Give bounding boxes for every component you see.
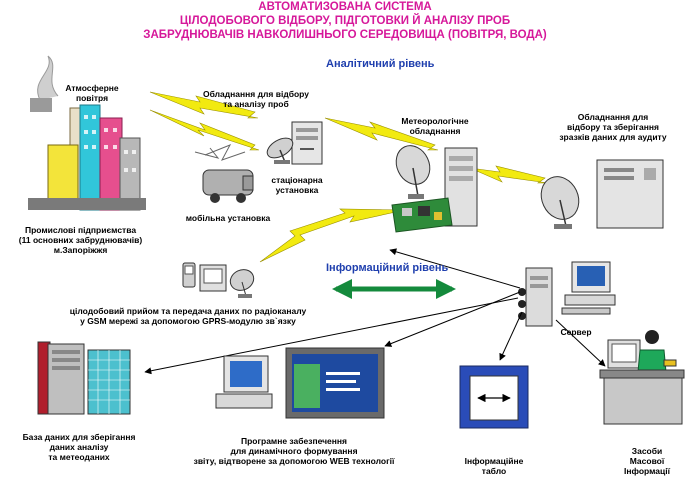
satellite-dish-icon (540, 176, 580, 229)
database-icon (37, 341, 131, 415)
satellite-dish-icon (395, 145, 431, 199)
diagram-title-line-3: ЗАБРУДНЮВАЧІВ НАВКОЛИШНЬОГО СЕРЕДОВИЩА (… (143, 29, 547, 41)
stationary-installation-label: стаціонарна установка (271, 175, 323, 195)
tv-presenter-icon (599, 330, 685, 425)
mass-media-label: Засоби Масової Інформації (624, 446, 670, 476)
computer-icon (215, 347, 385, 419)
information-level-label: Інформаційний рівень (326, 262, 449, 274)
lightning-icon (149, 91, 549, 263)
diagram-title-line-1: АВТОМАТИЗОВАНА СИСТЕМА (258, 1, 432, 13)
smoke-plume (37, 55, 59, 101)
mobile-station-icon (194, 144, 254, 203)
satellite-dish-icon (266, 137, 294, 164)
mobile-phone-icon (182, 262, 227, 292)
connection-arrows (144, 248, 606, 375)
atmosphere-label: Атмосферне повітря (65, 83, 119, 103)
server-tower-icon (291, 121, 323, 165)
info-board-label: Інформаційне табло (464, 456, 524, 476)
diagram-title-line-2: ЦІЛОДОБОВОГО ВІДБОРУ, ПІДГОТОВКИ Й АНАЛІ… (179, 15, 511, 27)
software-label: Програмне забезпечення для динамічного ф… (193, 436, 395, 466)
mobile-installation-label: мобільна установка (185, 213, 271, 223)
analytical-level-label: Аналітичний рівень (326, 58, 435, 70)
storage-equipment-label: Обладнання для відбору та зберігання зра… (559, 112, 667, 142)
satellite-dish-icon (229, 269, 255, 298)
database-label: База даних для зберігання даних аналізу … (22, 432, 136, 462)
sampling-equipment-label: Обладнання для відбору та аналізу проб (203, 89, 309, 109)
server-tower-icon (518, 267, 553, 327)
computer-icon (561, 261, 616, 315)
server-label: Сервер (560, 327, 592, 337)
circuit-board-icon (391, 197, 453, 233)
industry-label: Промислові підприємства (11 основних заб… (18, 225, 143, 255)
info-board-icon (459, 365, 529, 429)
meteo-equipment-label: Метеорологічне обладнання (401, 116, 469, 136)
factory-icon (28, 55, 146, 211)
server-tower-icon (596, 159, 664, 229)
gsm-transmission-label: цілодобовий прийом та передача даних по … (69, 306, 307, 326)
